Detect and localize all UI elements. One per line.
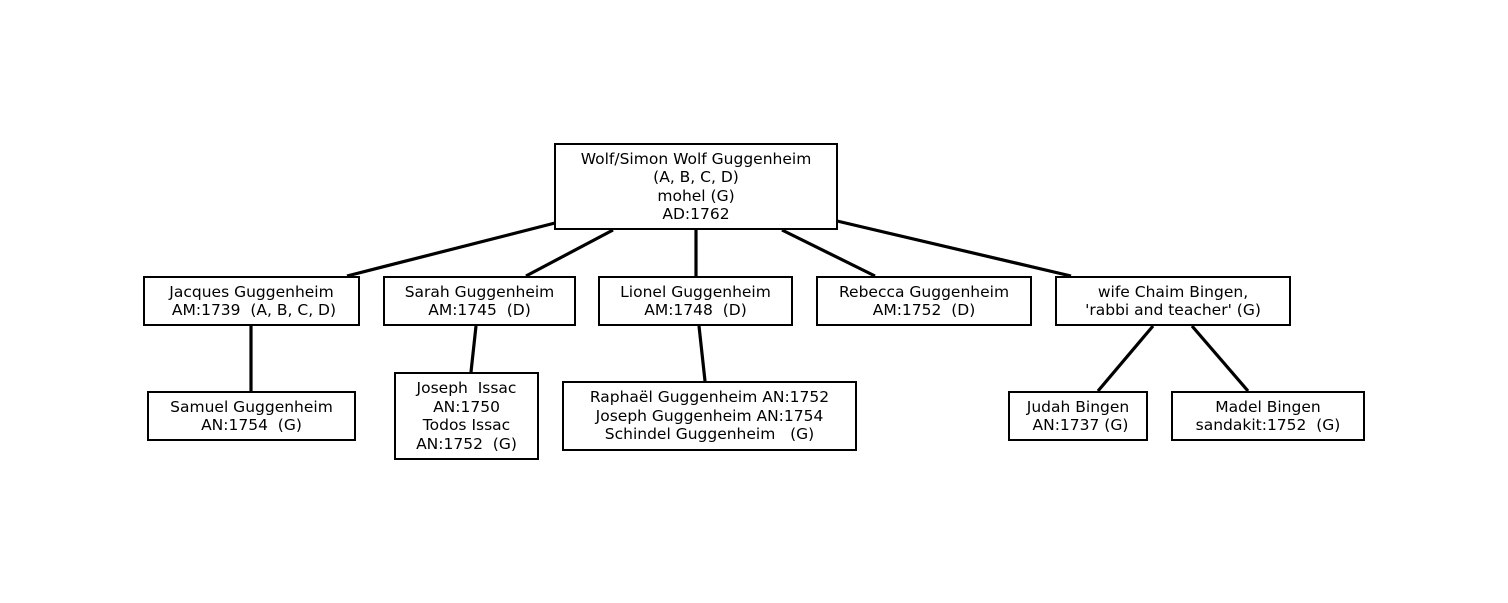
node-line: wife Chaim Bingen,: [1097, 282, 1249, 301]
node-rebecca-guggenheim: Rebecca Guggenheim AM:1752 (D): [816, 276, 1032, 326]
node-joseph-todos-issac: Joseph Issac AN:1750 Todos Issac AN:1752…: [394, 372, 539, 460]
edge-sarah-to-issac: [469, 325, 478, 373]
node-line: Judah Bingen: [1026, 397, 1130, 416]
edge-wolf-to-chaim: [836, 219, 1072, 278]
node-chaim-bingen: wife Chaim Bingen, 'rabbi and teacher' (…: [1055, 276, 1291, 326]
node-line: Lionel Guggenheim: [620, 282, 771, 301]
node-line: 'rabbi and teacher' (G): [1085, 301, 1261, 319]
node-line: AN:1750: [433, 397, 500, 416]
edge-wolf-to-sarah: [525, 228, 614, 278]
edge-wolf-to-rebecca: [781, 228, 876, 278]
node-line: Joseph Issac: [416, 379, 517, 397]
node-line: AD:1762: [662, 205, 730, 223]
node-line: mohel (G): [657, 186, 735, 205]
node-line: Joseph Guggenheim AN:1754: [595, 406, 824, 425]
node-raphael-joseph-schindel-guggenheim: Raphaël Guggenheim AN:1752 Joseph Guggen…: [562, 381, 857, 451]
node-line: Samuel Guggenheim: [170, 397, 333, 416]
node-line: AM:1748 (D): [644, 301, 747, 319]
edge-lionel-to-raphael: [697, 325, 707, 382]
node-line: Sarah Guggenheim: [404, 282, 555, 301]
node-line: sandakit:1752 (G): [1195, 416, 1341, 434]
node-line: Schindel Guggenheim (G): [604, 425, 815, 444]
edge-wolf-to-jacques: [346, 221, 556, 278]
edge-chaim-to-judah: [1096, 324, 1155, 393]
node-line: Raphaël Guggenheim AN:1752: [589, 388, 830, 407]
node-samuel-guggenheim: Samuel Guggenheim AN:1754 (G): [147, 391, 356, 441]
node-line: (A, B, C, D): [653, 168, 739, 186]
node-line: Wolf/Simon Wolf Guggenheim: [580, 149, 812, 168]
node-jacques-guggenheim: Jacques Guggenheim AM:1739 (A, B, C, D): [143, 276, 360, 326]
node-lionel-guggenheim: Lionel Guggenheim AM:1748 (D): [598, 276, 793, 326]
node-line: AN:1754 (G): [201, 416, 302, 434]
node-line: AM:1739 (A, B, C, D): [166, 301, 337, 319]
node-line: AM:1752 (D): [872, 301, 976, 319]
node-line: Madel Bingen: [1215, 397, 1321, 416]
node-judah-bingen: Judah Bingen AN:1737 (G): [1008, 391, 1148, 441]
node-line: Todos Issac: [422, 416, 511, 434]
node-line: AM:1745 (D): [428, 301, 531, 319]
node-wolf-simon-wolf-guggenheim: Wolf/Simon Wolf Guggenheim (A, B, C, D) …: [554, 143, 838, 230]
node-line: Jacques Guggenheim: [169, 282, 334, 301]
node-line: Rebecca Guggenheim: [838, 282, 1010, 301]
node-madel-bingen: Madel Bingen sandakit:1752 (G): [1171, 391, 1365, 441]
node-sarah-guggenheim: Sarah Guggenheim AM:1745 (D): [383, 276, 576, 326]
node-line: AN:1737 (G): [1027, 416, 1129, 434]
edge-chaim-to-madel: [1190, 324, 1250, 393]
node-line: AN:1752 (G): [416, 434, 517, 453]
